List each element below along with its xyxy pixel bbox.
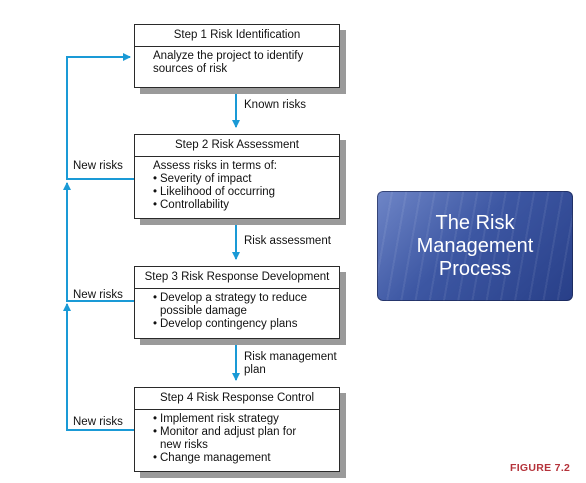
list-item: Monitor and adjust plan for new risks — [153, 426, 300, 452]
new-risks-label: New risks — [73, 416, 123, 428]
step2-bullets: Severity of impact Likelihood of occurri… — [153, 173, 339, 212]
feedback-line-step3 — [63, 182, 134, 302]
list-item: Develop a strategy to reduce possible da… — [153, 292, 320, 318]
list-item: Severity of impact — [153, 173, 339, 186]
step4-title: Step 4 Risk Response Control — [135, 388, 339, 410]
step1-box: Step 1 Risk Identification Analyze the p… — [134, 24, 340, 88]
list-item: Change management — [153, 452, 339, 465]
step3-box: Step 3 Risk Response Development Develop… — [134, 266, 340, 339]
new-risks-label: New risks — [73, 289, 123, 301]
list-item: Likelihood of occurring — [153, 186, 339, 199]
step3-bullets: Develop a strategy to reduce possible da… — [153, 292, 339, 331]
step1-title: Step 1 Risk Identification — [135, 25, 339, 47]
step4-box: Step 4 Risk Response Control Implement r… — [134, 387, 340, 472]
step3-title: Step 3 Risk Response Development — [135, 267, 339, 289]
title-card-text: The Risk Management Process — [416, 211, 534, 280]
step2-intro: Assess risks in terms of: — [153, 160, 277, 172]
figure-label: FIGURE 7.2 — [510, 462, 571, 474]
step1-line: Analyze the project to identify — [153, 50, 304, 62]
list-item: Implement risk strategy — [153, 413, 339, 426]
step2-title: Step 2 Risk Assessment — [135, 135, 339, 157]
feedback-line-step4 — [63, 303, 134, 431]
list-item: Controllability — [153, 199, 339, 212]
flow-label-risk-assessment: Risk assessment — [244, 235, 331, 247]
flow-label-risk-management-plan: Risk management plan — [244, 351, 337, 376]
step4-bullets: Implement risk strategy Monitor and adju… — [153, 413, 339, 465]
step2-box: Step 2 Risk Assessment Assess risks in t… — [134, 134, 340, 219]
new-risks-label: New risks — [73, 160, 123, 172]
title-card: The Risk Management Process — [377, 191, 573, 301]
flow-label-known-risks: Known risks — [244, 99, 306, 111]
step1-line: sources of risk — [153, 63, 228, 75]
feedback-line-step2 — [66, 53, 134, 180]
list-item: Develop contingency plans — [153, 318, 339, 331]
